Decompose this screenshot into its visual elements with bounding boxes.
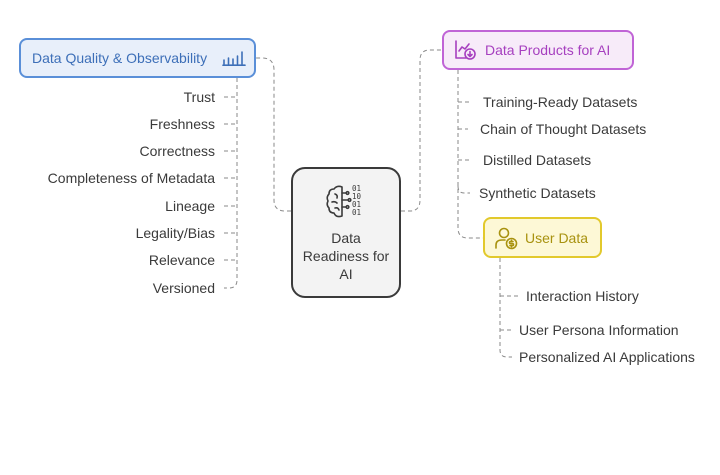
products-item-chain: Chain of Thought Datasets: [480, 121, 647, 137]
brain-binary-icon: 01 10 01 01: [326, 184, 362, 217]
quality-item-lineage: Lineage: [165, 198, 215, 214]
quality-item-freshness: Freshness: [149, 116, 215, 132]
quality-node: Data Quality & Observability: [19, 38, 256, 78]
quality-item-versioned: Versioned: [152, 280, 215, 296]
svg-text:10: 10: [352, 192, 362, 201]
quality-item-completeness: Completeness of Metadata: [47, 170, 215, 186]
user-node: User Data: [483, 217, 602, 258]
center-node: 01 10 01 01 Data Readiness for AI: [291, 167, 401, 298]
chart-download-icon: [455, 40, 476, 60]
products-title: Data Products for AI: [485, 42, 611, 58]
user-item-interaction: Interaction History: [526, 288, 639, 304]
quality-item-legality: Legality/Bias: [135, 225, 215, 241]
quality-item-correctness: Correctness: [139, 143, 215, 159]
user-title: User Data: [525, 229, 589, 246]
user-item-persona: User Persona Information: [519, 322, 679, 338]
user-dollar-icon: [495, 227, 518, 249]
products-item-distilled: Distilled Datasets: [483, 152, 592, 168]
svg-text:01: 01: [352, 208, 361, 217]
products-node: Data Products for AI: [442, 30, 634, 70]
user-item-personalized: Personalized AI Applications: [519, 349, 695, 365]
svg-text:01: 01: [352, 184, 361, 193]
quality-item-relevance: Relevance: [148, 252, 215, 268]
products-item-synthetic: Synthetic Datasets: [479, 185, 596, 201]
quality-item-trust: Trust: [183, 89, 215, 105]
center-title: Data Readiness for AI: [302, 229, 390, 282]
quality-title: Data Quality & Observability: [32, 50, 208, 66]
products-item-training: Training-Ready Datasets: [483, 94, 638, 110]
svg-text:01: 01: [352, 200, 361, 209]
bar-chart-icon: [222, 51, 246, 66]
